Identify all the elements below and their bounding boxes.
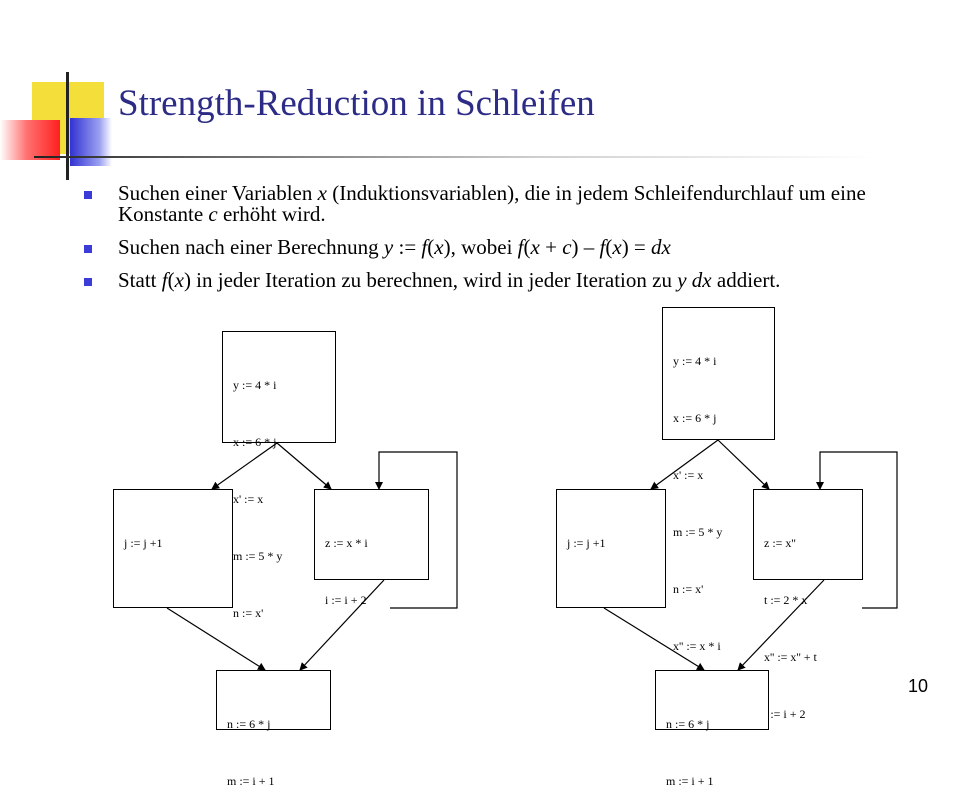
slide-title: Strength-Reduction in Schleifen bbox=[118, 83, 595, 124]
left-bottom-block: n := 6 * j m := i + 1 bbox=[216, 670, 331, 788]
bullet-icon bbox=[84, 191, 92, 199]
right-loop-block-j: j := j +1 bbox=[556, 489, 666, 608]
bullet-text: Statt f(x) in jeder Iteration zu berechn… bbox=[118, 268, 781, 292]
code-line: x := 6 * j bbox=[233, 435, 277, 449]
edge-left-z-to-bottom bbox=[299, 579, 385, 671]
bullet-item: Suchen nach einer Berechnung y := f(x), … bbox=[80, 237, 900, 258]
code-line: y := 4 * i bbox=[673, 354, 717, 368]
edge-left-loop bbox=[375, 451, 458, 609]
code-line: m := 5 * y bbox=[673, 525, 723, 539]
code-line: n := x' bbox=[673, 582, 704, 596]
bullet-text: Suchen einer Variablen x (Induktionsvari… bbox=[118, 181, 866, 226]
edge-right-j-to-bottom bbox=[603, 607, 705, 671]
left-top-block: y := 4 * i x := 6 * j x' := x m := 5 * y… bbox=[222, 331, 336, 620]
edge-left-top-to-z bbox=[276, 442, 332, 490]
code-line: j := j +1 bbox=[124, 536, 163, 550]
code-line: i := i + 2 bbox=[764, 707, 806, 721]
code-line: i := i + 2 bbox=[325, 593, 367, 607]
bullet-icon bbox=[84, 245, 92, 253]
code-line: n := 6 * j bbox=[227, 717, 271, 731]
edge-left-j-to-bottom bbox=[166, 607, 266, 671]
right-top-block: y := 4 * i x := 6 * j x' := x m := 5 * y… bbox=[662, 307, 775, 653]
code-line: x' := x bbox=[673, 468, 704, 482]
code-line: x'' := x'' + t bbox=[764, 650, 817, 664]
code-line: z := x'' bbox=[764, 536, 796, 550]
bullet-list: Suchen einer Variablen x (Induktionsvari… bbox=[80, 183, 900, 303]
decor-vertical-line bbox=[66, 72, 69, 180]
right-loop-block-z: z := x'' t := 2 * x x'' := x'' + t i := … bbox=[753, 489, 863, 721]
decor-horizontal-line bbox=[34, 156, 874, 158]
code-line: m := 5 * y bbox=[233, 549, 283, 563]
code-line: m := i + 1 bbox=[666, 774, 714, 788]
code-line: m := i + 1 bbox=[227, 774, 275, 788]
code-line: j := j +1 bbox=[567, 536, 606, 550]
code-line: x'' := x * i bbox=[673, 639, 721, 653]
code-line: x' := x bbox=[233, 492, 264, 506]
bullet-icon bbox=[84, 278, 92, 286]
page-number: 10 bbox=[908, 676, 929, 696]
left-loop-block-z: z := x * i i := i + 2 bbox=[314, 489, 429, 607]
code-line: x := 6 * j bbox=[673, 411, 717, 425]
right-bottom-block: n := 6 * j m := i + 1 bbox=[655, 670, 769, 788]
edge-left-top-to-j bbox=[211, 442, 278, 490]
edge-right-top-to-j bbox=[650, 439, 719, 490]
code-line: t := 2 * x bbox=[764, 593, 808, 607]
flow-edges bbox=[166, 439, 898, 671]
decor-red-square bbox=[0, 120, 60, 160]
decor-blue-square bbox=[70, 118, 112, 166]
code-line: n := 6 * j bbox=[666, 717, 710, 731]
bullet-text: Suchen nach einer Berechnung y := f(x), … bbox=[118, 235, 671, 259]
code-line: z := x * i bbox=[325, 536, 368, 550]
code-line: n := x' bbox=[233, 606, 264, 620]
edge-right-top-to-z bbox=[717, 439, 770, 490]
bullet-item: Statt f(x) in jeder Iteration zu berechn… bbox=[80, 270, 900, 291]
left-loop-block-j: j := j +1 bbox=[113, 489, 233, 608]
edge-right-z-to-bottom bbox=[737, 579, 825, 671]
edge-right-loop bbox=[816, 451, 898, 609]
bullet-item: Suchen einer Variablen x (Induktionsvari… bbox=[80, 183, 900, 225]
code-line: y := 4 * i bbox=[233, 378, 277, 392]
